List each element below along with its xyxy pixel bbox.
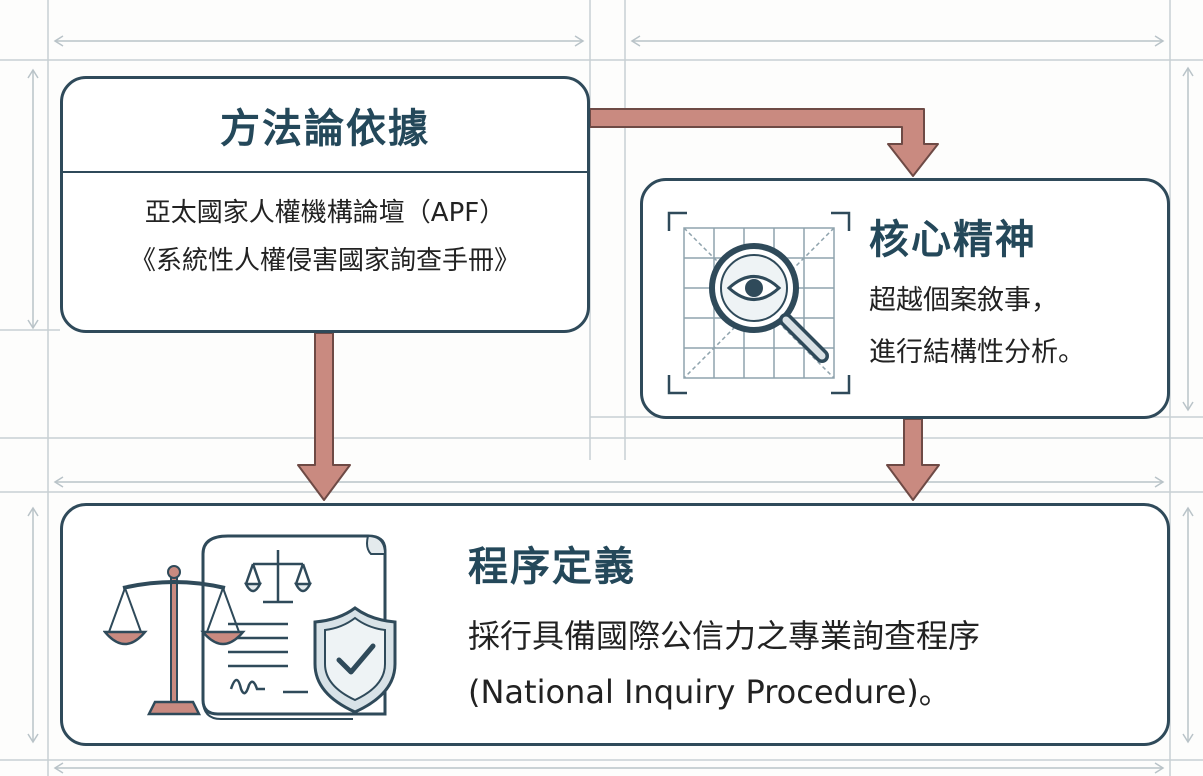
arrow-spirit-to-procedure bbox=[886, 418, 940, 501]
procedure-title: 程序定義 bbox=[468, 544, 636, 590]
methodology-box: 方法論依據 亞太國家人權機構論壇（APF） 《系統性人權侵害國家詢查手冊》 bbox=[60, 76, 590, 333]
methodology-line-1: 亞太國家人權機構論壇（APF） bbox=[144, 198, 506, 228]
magnifier-eye-icon bbox=[667, 211, 851, 395]
core-spirit-body: 超越個案敘事， 進行結構性分析。 bbox=[869, 275, 1085, 379]
arrow-method-to-spirit bbox=[589, 108, 939, 177]
core-spirit-box: 核心精神 超越個案敘事， 進行結構性分析。 bbox=[640, 178, 1170, 419]
shield-check-icon bbox=[313, 606, 397, 714]
methodology-body: 亞太國家人權機構論壇（APF） 《系統性人權侵害國家詢查手冊》 bbox=[63, 189, 587, 285]
arrow-method-to-procedure bbox=[297, 332, 351, 501]
core-spirit-title: 核心精神 bbox=[869, 217, 1037, 263]
core-spirit-line-2: 進行結構性分析。 bbox=[869, 337, 1085, 368]
procedure-box: 程序定義 採行具備國際公信力之專業詢查程序 (National Inquiry … bbox=[60, 503, 1170, 746]
scales-icon bbox=[103, 565, 246, 716]
methodology-line-2: 《系統性人權侵害國家詢查手冊》 bbox=[129, 246, 520, 276]
methodology-title: 方法論依據 bbox=[220, 106, 430, 152]
procedure-body: 採行具備國際公信力之專業詢查程序 (National Inquiry Proce… bbox=[468, 608, 980, 720]
methodology-header: 方法論依據 bbox=[63, 79, 587, 173]
core-spirit-line-1: 超越個案敘事， bbox=[869, 285, 1058, 316]
procedure-line-1: 採行具備國際公信力之專業詢查程序 bbox=[468, 617, 981, 655]
justice-document-icons bbox=[103, 534, 397, 720]
procedure-line-2: (National Inquiry Procedure)。 bbox=[468, 673, 951, 711]
